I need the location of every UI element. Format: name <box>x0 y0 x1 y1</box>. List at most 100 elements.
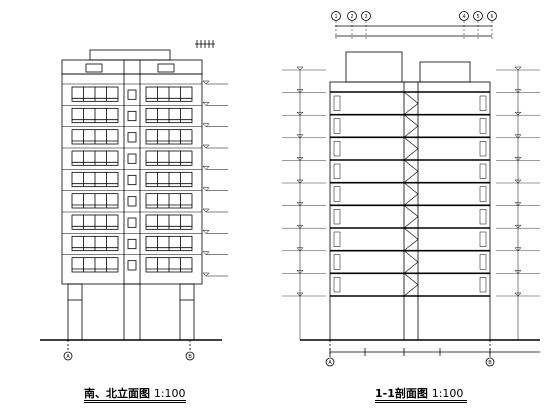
elevation-roof-parapet <box>61 59 203 75</box>
section-top-axis-label: 3 <box>365 14 368 20</box>
elevation-stair-column <box>123 59 141 285</box>
elevation-stair-window <box>127 132 137 143</box>
section-caption-underline <box>375 400 467 401</box>
section-stair-flight <box>403 227 419 240</box>
elevation-caption-title: 南、北立面图 <box>84 387 150 400</box>
section-stair-flight <box>403 284 419 297</box>
elevation-stair-window <box>127 217 137 228</box>
section-window-right <box>479 163 487 179</box>
section-top-axis-bubble <box>473 11 483 21</box>
section-level-triangle-left <box>296 66 304 71</box>
section-stair-flight <box>403 159 419 172</box>
section-top-axis-bubble <box>331 11 341 21</box>
elevation-axis-label-b: B <box>188 354 192 360</box>
elevation-level-triangle <box>202 102 210 106</box>
section-stair-flight <box>403 114 419 127</box>
section-top-axis-label: 5 <box>477 14 480 20</box>
elevation-stair-window <box>127 110 137 122</box>
elevation-level-marks <box>202 80 228 277</box>
section-floor-slabs <box>330 91 490 297</box>
section-top-axis-label: 6 <box>491 14 494 20</box>
elevation-level-triangle <box>202 123 210 128</box>
section-stair-flight <box>403 171 419 183</box>
elevation-level-triangle <box>202 144 210 149</box>
section-window-left <box>333 186 341 202</box>
section-stair-flight <box>403 205 419 217</box>
elevation-stair-window <box>127 196 137 207</box>
section-window-right <box>479 95 487 111</box>
section-window-right <box>479 277 487 293</box>
elevation-stair-window <box>127 174 137 186</box>
section-window-left <box>333 163 341 179</box>
section-top-axis-bubble <box>347 11 357 21</box>
elevation-level-triangle <box>202 187 210 192</box>
section-stair-flight <box>403 239 419 251</box>
section-stair-flight <box>403 216 419 229</box>
section-level-marks-left <box>282 66 326 340</box>
section-window-right <box>479 209 487 225</box>
elevation-level-triangle <box>202 208 210 213</box>
section-window-right <box>479 186 487 202</box>
elevation-axis-bubble-b <box>185 351 195 361</box>
section-top-axis-label: 1 <box>335 14 338 20</box>
section-stair-flight <box>403 261 419 274</box>
elevation-ground-columns <box>67 283 195 341</box>
elevation-drawing <box>40 40 228 361</box>
elevation-level-triangle <box>202 230 210 234</box>
elevation-caption-scale: 1:100 <box>153 387 186 400</box>
elevation-roof-window <box>85 63 103 73</box>
elevation-caption: 南、北立面图 1:100 <box>84 385 186 401</box>
elevation-floor-rows <box>62 63 202 273</box>
section-level-marks-right <box>496 66 540 340</box>
section-window-right <box>479 141 487 157</box>
elevation-stair-window <box>127 238 137 250</box>
section-caption: 1-1剖面图 1:100 <box>375 385 463 401</box>
elevation-level-triangle <box>202 80 210 85</box>
elevation-top-dimensions <box>195 40 215 48</box>
elevation-roof-room <box>89 49 171 61</box>
section-caption-title: 1-1剖面图 <box>375 387 428 400</box>
elevation-caption-underline <box>84 400 186 401</box>
section-top-axis-label: 4 <box>463 14 466 20</box>
elevation-axis-label-a: A <box>66 354 70 360</box>
section-level-triangle-right <box>514 66 522 71</box>
section-top-axis-bubble <box>361 11 371 21</box>
section-stair-flight <box>403 273 419 285</box>
section-top-axis-bubble <box>487 11 497 21</box>
elevation-stair-window <box>127 260 137 271</box>
section-window-right <box>479 231 487 247</box>
elevation-level-triangle <box>202 272 210 277</box>
section-caption-underline-2 <box>375 402 467 403</box>
section-roof-room <box>345 51 403 83</box>
section-roof-parapet <box>419 61 471 83</box>
section-caption-scale: 1:100 <box>431 387 464 400</box>
section-top-axis-bubble <box>459 11 469 21</box>
section-top-axis-bubbles: 1 2 3 4 5 6 <box>331 11 497 40</box>
section-window-left <box>333 95 341 111</box>
elevation-level-triangle <box>202 251 210 256</box>
section-stair-flight <box>403 103 419 115</box>
section-window-right <box>479 118 487 134</box>
elevation-stair-window <box>127 153 137 164</box>
section-stair-flight <box>403 148 419 161</box>
section-axis-bubble-a <box>325 357 335 367</box>
section-stair-flight <box>403 182 419 195</box>
section-top-axis-label: 2 <box>351 14 354 20</box>
section-stair-flight <box>403 137 419 149</box>
section-window-left <box>333 118 341 134</box>
elevation-roof-window <box>157 63 175 73</box>
elevation-level-triangle <box>202 166 210 170</box>
section-window-left <box>333 231 341 247</box>
section-drawing: 1 2 3 4 5 6 <box>282 11 540 367</box>
elevation-axis-bubble-a <box>63 351 73 361</box>
section-window-left <box>333 254 341 270</box>
section-axis-bubble-b <box>485 357 495 367</box>
section-window-left <box>333 277 341 293</box>
section-stair-flight <box>403 193 419 206</box>
section-window-left <box>333 209 341 225</box>
section-window-left <box>333 141 341 157</box>
section-stair-flight <box>403 91 419 104</box>
elevation-caption-underline-2 <box>84 402 186 403</box>
section-axis-label-a: A <box>328 360 332 366</box>
